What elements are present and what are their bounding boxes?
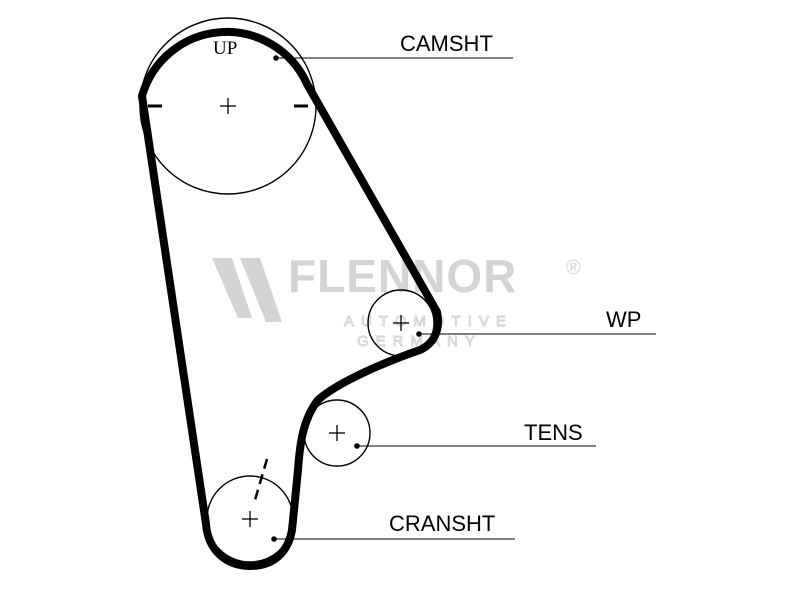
- watermark-line2: GERMANY: [357, 333, 482, 350]
- crankshaft-label: CRANSHT: [389, 511, 495, 536]
- camshaft-center-icon: [220, 98, 236, 114]
- watermark-line1: AUTOMOTIVE: [344, 313, 513, 330]
- crankshaft-leader: [271, 536, 515, 542]
- camshaft-label: CAMSHT: [400, 31, 493, 56]
- crankshaft-center-icon: [242, 511, 258, 527]
- tensioner-center-icon: [329, 425, 345, 441]
- water-pump-center-icon: [393, 315, 409, 331]
- tensioner-leader: [354, 443, 596, 449]
- watermark-logo-mark-2: [240, 258, 282, 322]
- crankshaft-timing-mark: [253, 458, 269, 501]
- tensioner-label: TENS: [524, 420, 583, 445]
- watermark-logo-mark: [212, 258, 252, 318]
- watermark-registered: ®: [566, 257, 581, 279]
- water-pump-label: WP: [606, 307, 641, 332]
- timing-belt: [138, 27, 442, 570]
- brand-watermark: FLENNOR ® AUTOMOTIVE GERMANY: [212, 250, 581, 350]
- camshaft-leader: [273, 55, 513, 61]
- water-pump-leader: [416, 331, 656, 337]
- up-mark: UP: [213, 38, 237, 59]
